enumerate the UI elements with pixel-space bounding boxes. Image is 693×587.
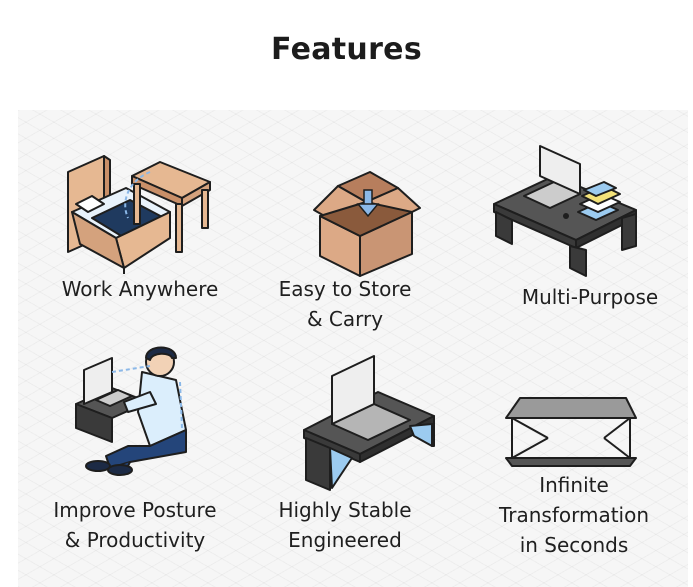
feature-label: Infinite Transformation in Seconds	[498, 473, 650, 557]
feature-label: Multi-Purpose	[521, 285, 659, 309]
feature-label: Easy to Store & Carry	[278, 277, 412, 331]
feature-label: Work Anywhere	[61, 277, 219, 301]
feature-label: Improve Posture & Productivity	[53, 498, 217, 552]
page-title: Features	[271, 32, 422, 67]
feature-label: Highly Stable Engineered	[278, 498, 412, 552]
